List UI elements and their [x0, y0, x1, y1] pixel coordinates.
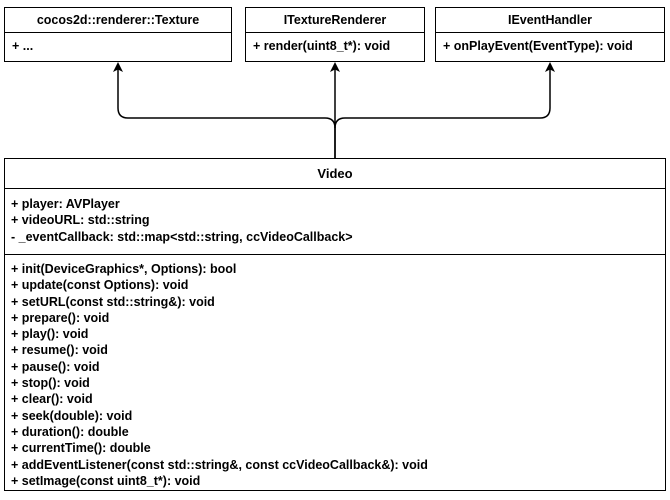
method: + resume(): void	[11, 343, 108, 358]
method: + duration(): double	[11, 424, 129, 439]
arrowhead-itexturerenderer	[330, 62, 340, 72]
member-ieventhandler-0: + onPlayEvent(EventType): void	[443, 39, 633, 53]
video-methods: + init(DeviceGraphics*, Options): bool +…	[5, 255, 665, 489]
method: + stop(): void	[11, 376, 90, 391]
method: + seek(double): void	[11, 408, 133, 423]
attribute: - _eventCallback: std::map<std::string, …	[11, 229, 353, 244]
member-texture-0: + ...	[12, 39, 34, 53]
member-itexturerenderer-0: + render(uint8_t*): void	[253, 39, 391, 53]
arrow-to-texture	[117, 66, 336, 158]
arrow-to-ieventhandler	[334, 66, 551, 129]
method: + clear(): void	[11, 392, 93, 407]
method: + play(): void	[11, 327, 89, 342]
method: + currentTime(): double	[11, 441, 151, 456]
method: + pause(): void	[11, 359, 100, 374]
arrowhead-texture	[113, 62, 123, 72]
method: + setImage(const uint8_t*): void	[11, 473, 201, 488]
arrowhead-ieventhandler	[545, 62, 555, 72]
class-title-video: Video	[5, 159, 665, 189]
class-video: Video + player: AVPlayer + videoURL: std…	[4, 158, 666, 491]
class-ieventhandler: IEventHandler + onPlayEvent(EventType): …	[435, 7, 665, 62]
class-texture: cocos2d::renderer::Texture + ...	[4, 7, 232, 62]
method: + addEventListener(const std::string&, c…	[11, 457, 428, 472]
attribute: + player: AVPlayer	[11, 197, 120, 211]
class-itexturerenderer: ITextureRenderer + render(uint8_t*): voi…	[245, 7, 425, 62]
video-attributes: + player: AVPlayer + videoURL: std::stri…	[5, 189, 665, 254]
class-title-itexturerenderer: ITextureRenderer	[246, 8, 424, 33]
class-title-texture: cocos2d::renderer::Texture	[5, 8, 231, 33]
method: + init(DeviceGraphics*, Options): bool	[11, 262, 237, 276]
section-divider	[5, 254, 665, 255]
attribute: + videoURL: std::string	[11, 213, 150, 228]
method: + update(const Options): void	[11, 278, 189, 293]
method: + setURL(const std::string&): void	[11, 294, 215, 309]
class-title-ieventhandler: IEventHandler	[436, 8, 664, 33]
method: + prepare(): void	[11, 310, 110, 325]
